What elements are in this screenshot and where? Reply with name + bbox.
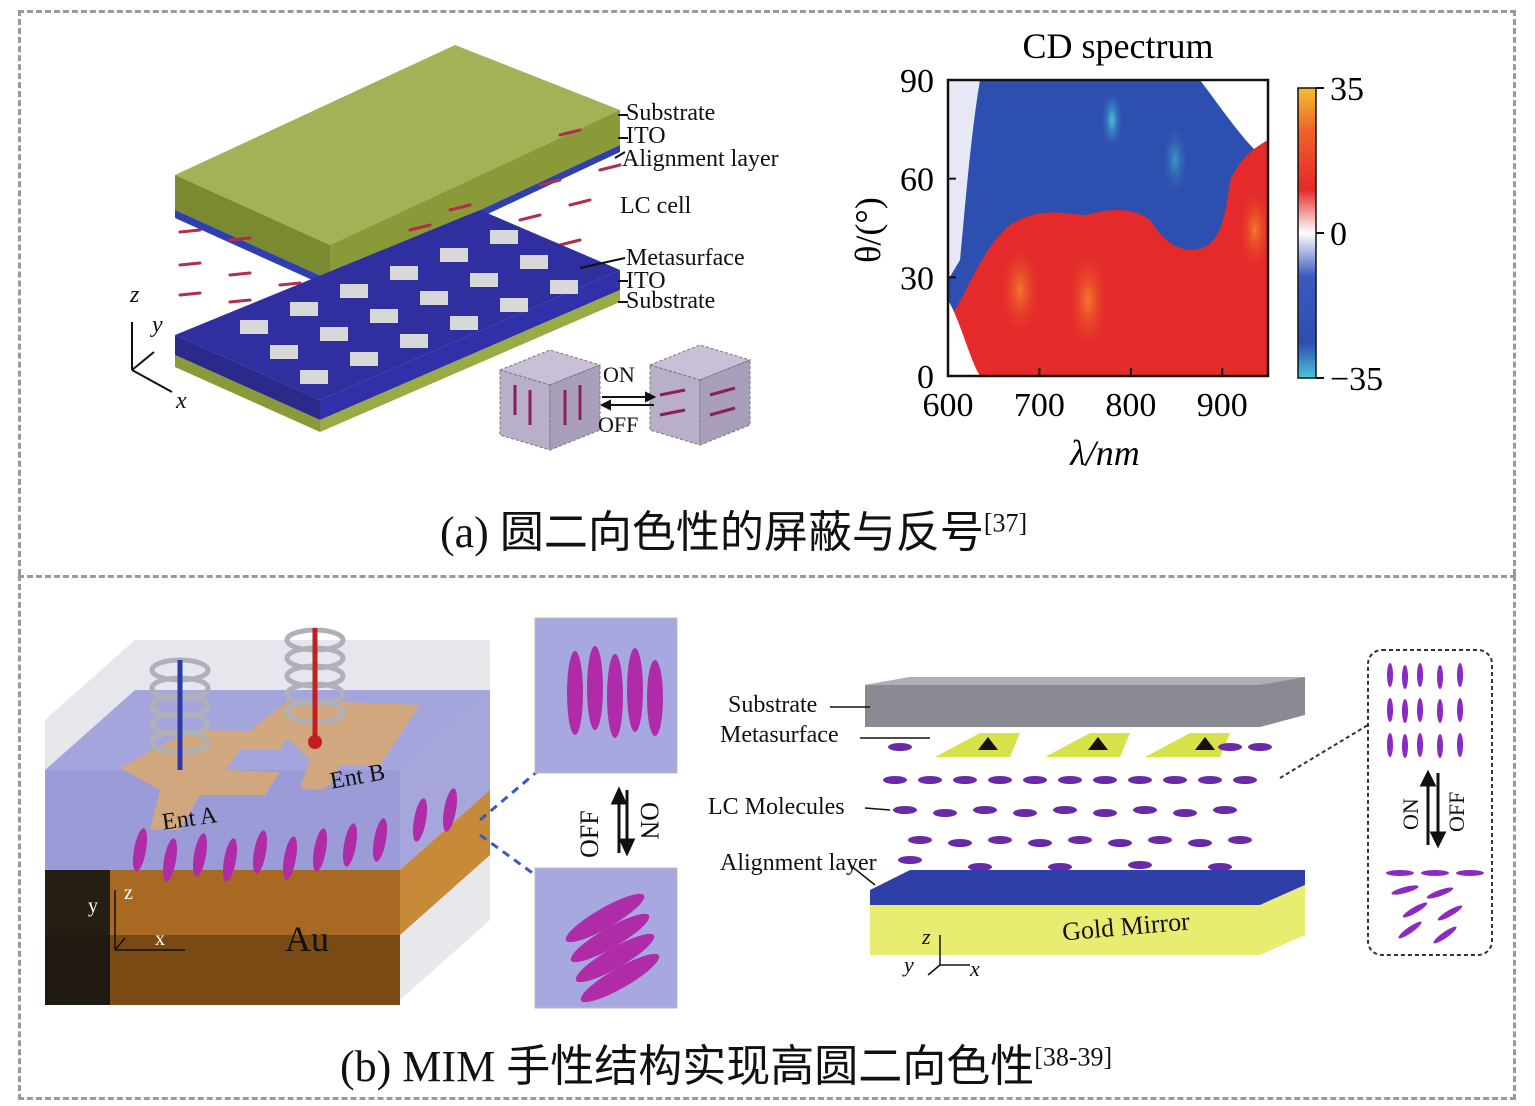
lc-cell-schematic: [131, 45, 752, 451]
mim-structure-schematic: [45, 627, 555, 1005]
axes-icon: [114, 890, 185, 951]
lc-cube-on-state: [648, 344, 752, 446]
panel-a: [18, 10, 1516, 575]
heatmap-body: [948, 80, 1268, 376]
axis-y-label-c: y: [904, 952, 914, 977]
axis-y-label-b: y: [88, 895, 98, 917]
colorbar-tick-label: 35: [1330, 71, 1364, 108]
axis-z-label-c: z: [922, 924, 931, 949]
axes-icon: [131, 322, 173, 393]
label-off: OFF: [598, 412, 639, 437]
label-ito-bottom: ITO: [626, 268, 666, 294]
switch-arrows-icon: [1419, 769, 1447, 849]
x-axis-label: λ/nm: [1069, 433, 1140, 473]
y-axis-ticks: 0 30 60 90: [900, 63, 956, 396]
colorbar-ticks: 35 0 −35: [1316, 71, 1383, 398]
label-ito-top: ITO: [626, 123, 666, 149]
caption-b: (b) MIM 手性结构实现高圆二向色性[38-39]: [340, 1030, 1112, 1094]
lc-cube-off-state: [498, 349, 602, 451]
x-tick-label: 700: [1014, 387, 1065, 424]
lc-molecules-mim: [132, 788, 458, 882]
panel-b: [18, 575, 1516, 1100]
y-tick-label: 0: [917, 359, 934, 396]
ent-a-electrode: [120, 730, 290, 830]
metasurface-elements: [240, 230, 578, 384]
label-substrate-bottom: Substrate: [626, 288, 716, 314]
caption-a-text: (a) 圆二向色性的屏蔽与反号: [440, 508, 984, 557]
x-tick-label: 900: [1197, 387, 1248, 424]
x-tick-label: 600: [923, 387, 974, 424]
y-tick-label: 90: [900, 63, 934, 100]
inset-box: [1367, 649, 1493, 956]
label-substrate-top: Substrate: [626, 100, 716, 126]
x-tick-label: 800: [1105, 387, 1156, 424]
gold-mirror-schematic: [830, 649, 1493, 976]
axis-z-label-b: z: [124, 882, 133, 904]
metasurface-elements: [935, 733, 1230, 757]
label-alignment-layer: Alignment layer: [622, 146, 779, 172]
caption-b-text: (b) MIM 手性结构实现高圆二向色性: [340, 1042, 1035, 1091]
label-lc-molecules: LC Molecules: [708, 794, 845, 820]
label-metasurface-b: Metasurface: [720, 722, 839, 748]
label-metasurface: Metasurface: [626, 245, 745, 271]
colorbar: [1297, 87, 1317, 379]
label-on-b: ON: [635, 802, 664, 840]
caption-b-ref: [38-39]: [1034, 1042, 1113, 1072]
axis-x-label: x: [176, 388, 187, 414]
y-tick-label: 30: [900, 260, 934, 297]
y-axis-label: θ/(°): [848, 197, 888, 263]
chart-title: CD spectrum: [1023, 26, 1214, 66]
switch-arrows-icon: [599, 391, 657, 411]
x-axis-ticks: 600 700 800 900: [923, 368, 1248, 424]
axis-y-label: y: [152, 312, 163, 338]
label-off-inset: OFF: [1444, 791, 1469, 832]
axis-x-label-c: x: [970, 956, 980, 981]
colorbar-tick-label: 0: [1330, 216, 1347, 253]
y-tick-label: 60: [900, 162, 934, 199]
lc-state-boxes: [534, 617, 678, 1009]
label-lc-cell: LC cell: [620, 193, 692, 219]
caption-a: (a) 圆二向色性的屏蔽与反号[37]: [440, 496, 1027, 560]
ent-b-electrode: [250, 700, 420, 790]
label-substrate-b: Substrate: [728, 692, 818, 718]
label-on: ON: [603, 362, 635, 387]
axes-icon: [927, 935, 970, 976]
label-au: Au: [285, 919, 329, 959]
cd-spectrum-chart: 600 700 800 900 0 30 60 90 CD spectrum λ/nm θ/…: [848, 26, 1383, 473]
caption-a-ref: [37]: [983, 508, 1028, 538]
switch-arrows-icon: [610, 786, 636, 857]
label-alignment-layer-b: Alignment layer: [720, 850, 877, 876]
helix-right-icon: [284, 627, 346, 749]
colorbar-tick-label: −35: [1330, 361, 1383, 398]
lc-molecules-layer: [883, 743, 1272, 871]
helix-left-icon: [149, 657, 211, 770]
axis-z-label: z: [130, 282, 140, 308]
axis-x-label-b: x: [155, 928, 165, 950]
label-off-b: OFF: [575, 810, 604, 858]
label-on-inset: ON: [1398, 798, 1423, 830]
